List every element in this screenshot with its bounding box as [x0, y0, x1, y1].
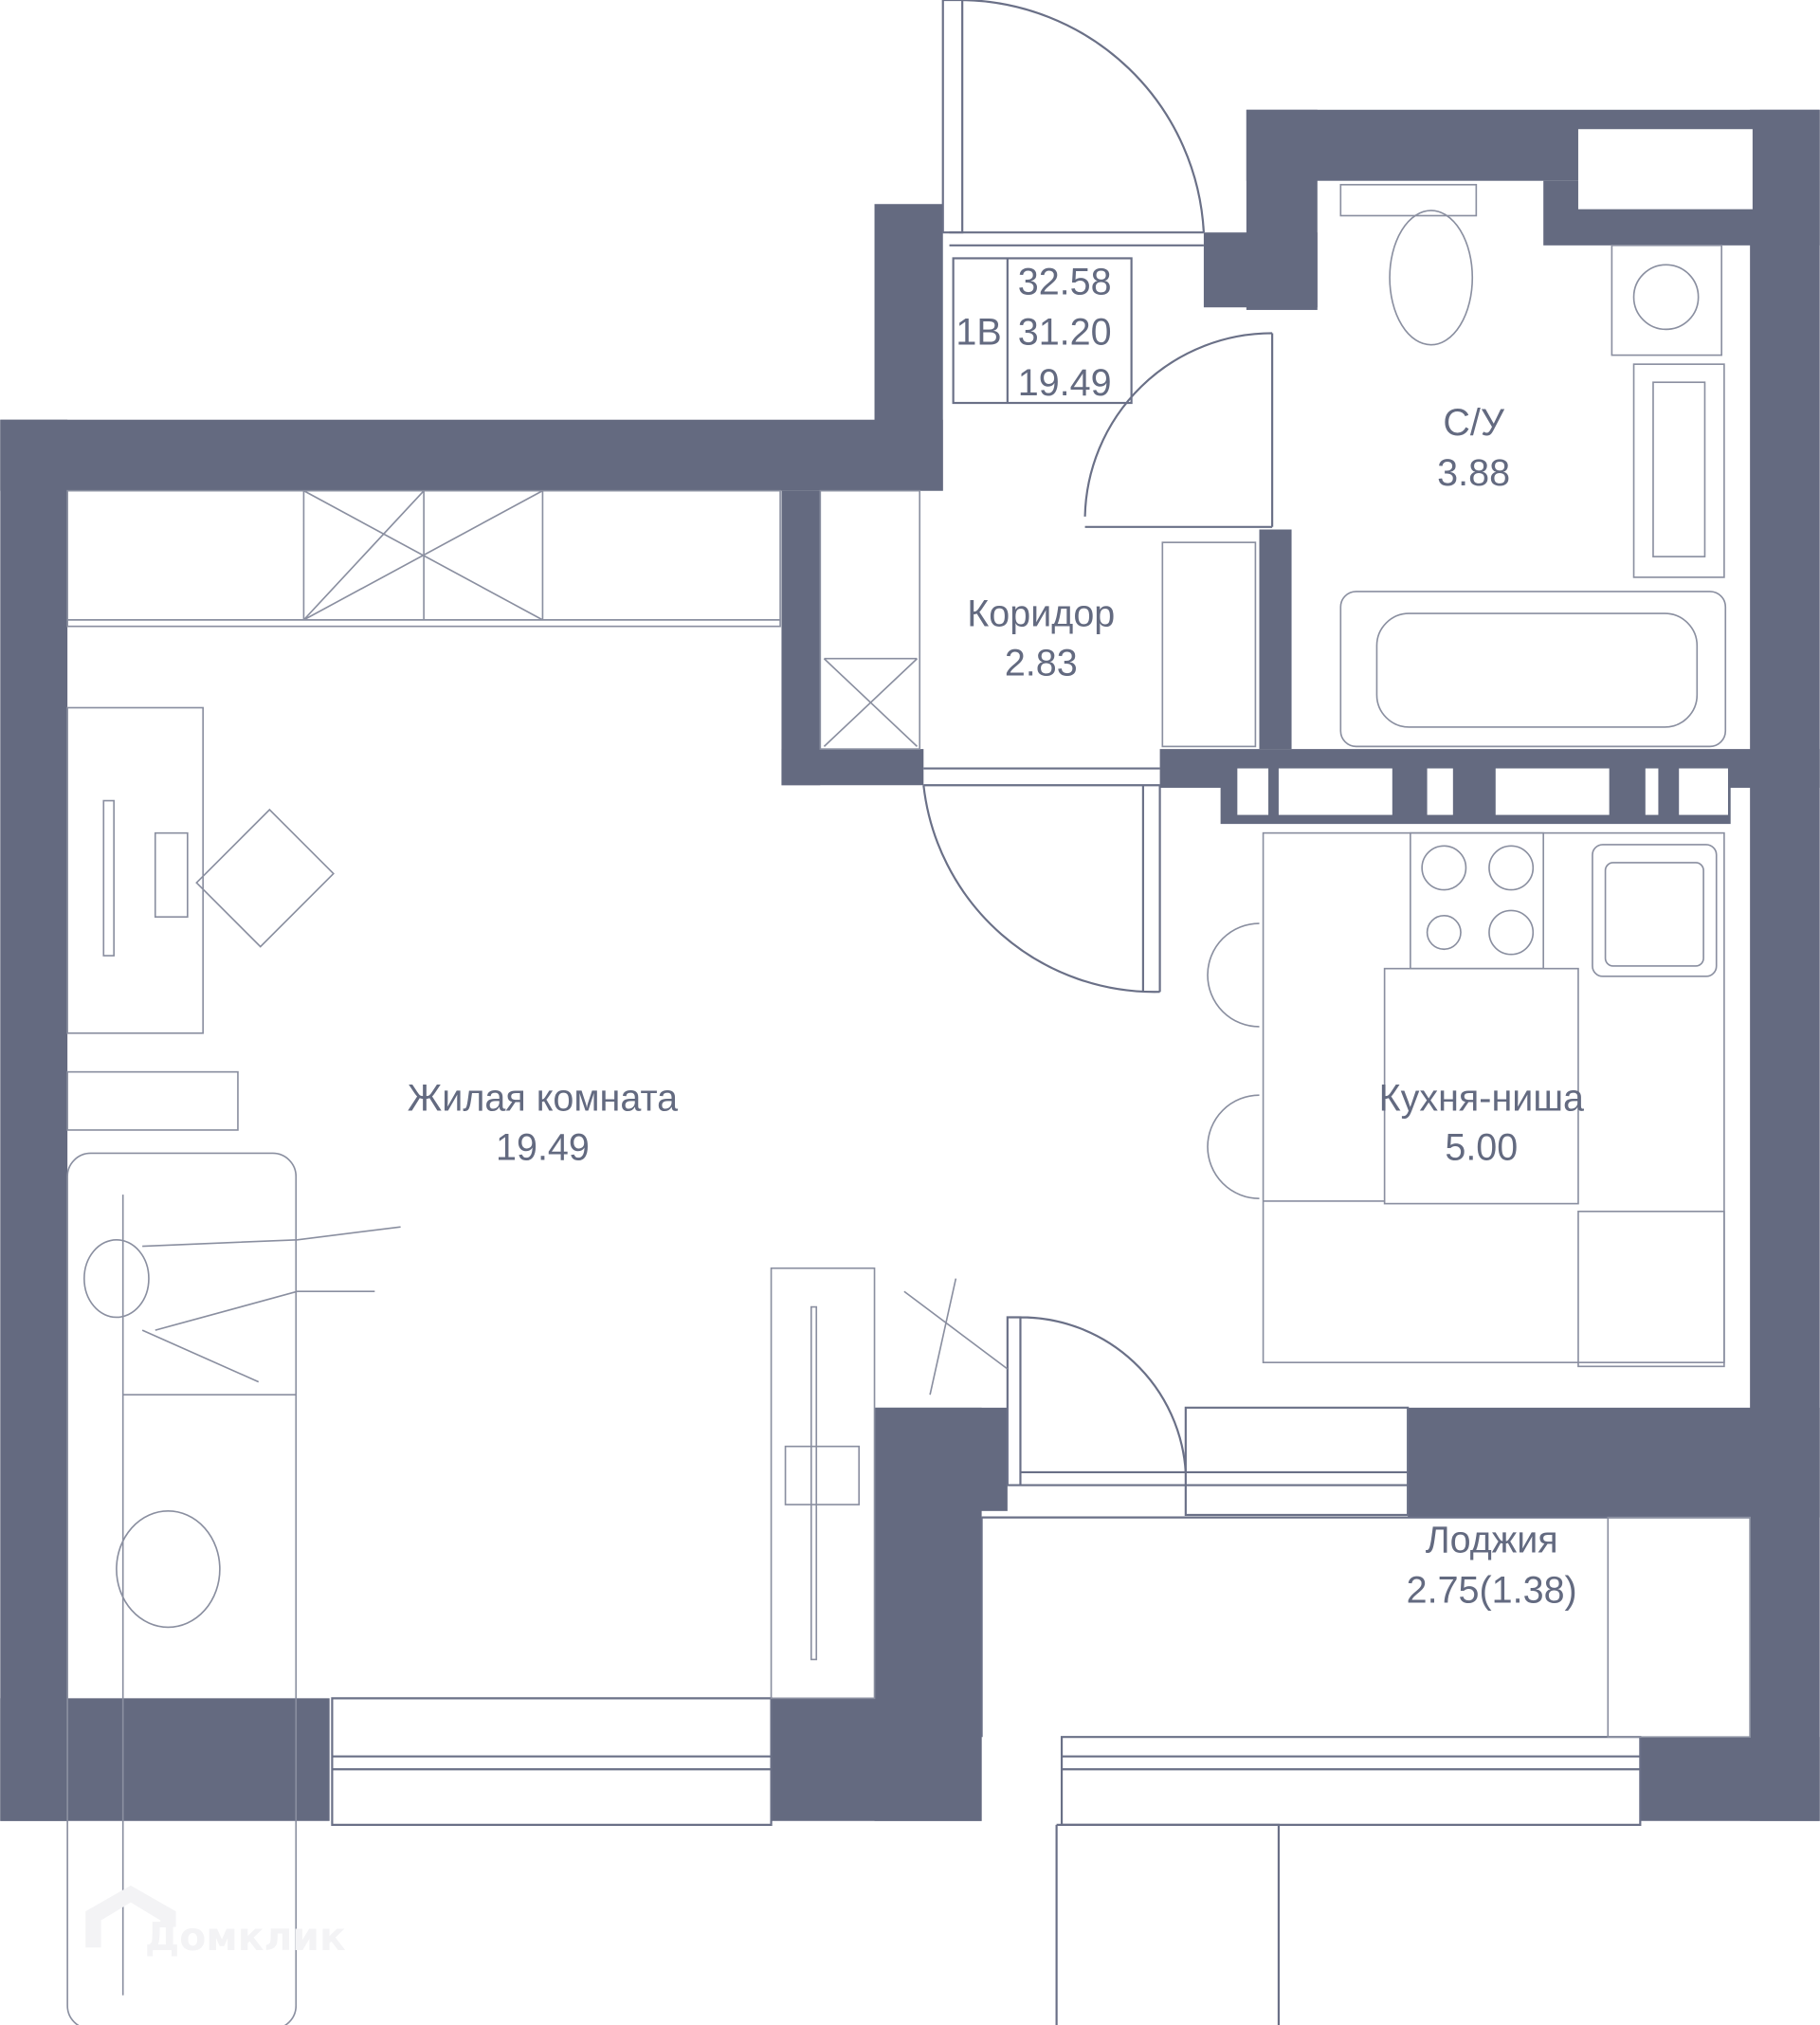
domclick-logo-icon — [85, 1885, 176, 1948]
room-area-kitchen: 5.00 — [1445, 1126, 1518, 1168]
area-without-balcony: 31.20 — [1018, 312, 1112, 354]
area-info-box: 1В 32.58 31.20 19.49 — [952, 257, 1133, 405]
room-name-corridor: Коридор — [967, 593, 1115, 635]
room-area-living: 19.49 — [496, 1126, 590, 1168]
apartment-type: 1В — [956, 312, 1001, 354]
walls — [0, 109, 1820, 1821]
watermark-text: Домклик — [145, 1914, 346, 1960]
total-area: 32.58 — [1018, 262, 1112, 303]
room-labels: Жилая комната 19.49 Коридор 2.83 С/У 3.8… — [408, 402, 1584, 1611]
room-name-loggia: Лоджия — [1426, 1519, 1558, 1560]
room-name-bathroom: С/У — [1443, 402, 1505, 444]
room-area-corridor: 2.83 — [1005, 642, 1078, 684]
furniture — [66, 183, 1751, 2025]
room-area-bathroom: 3.88 — [1437, 452, 1510, 494]
room-name-kitchen: Кухня-ниша — [1379, 1078, 1584, 1120]
doors-windows — [331, 0, 1751, 2025]
watermark: Домклик — [85, 1885, 346, 1960]
living-area: 19.49 — [1018, 362, 1112, 404]
room-area-loggia: 2.75(1.38) — [1407, 1570, 1577, 1612]
room-name-living: Жилая комната — [408, 1078, 678, 1120]
